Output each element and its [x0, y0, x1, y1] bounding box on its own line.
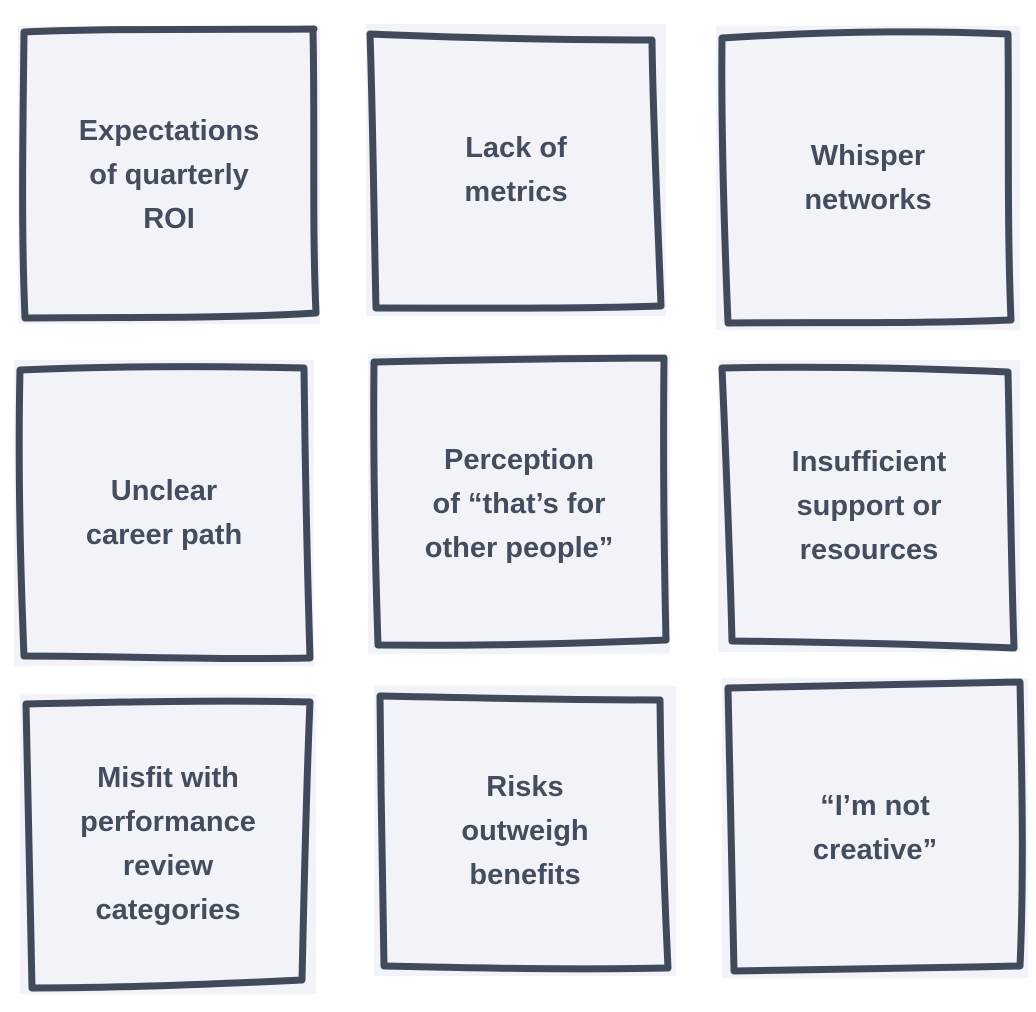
card-label: Lack of metrics [366, 24, 666, 316]
card-line: Misfit with [97, 762, 239, 794]
card-line: Insufficient [791, 446, 947, 478]
card-line: outweigh [461, 815, 589, 847]
sticky-card: Lack of metrics [366, 24, 666, 316]
sticky-card: Insufficient support or resources [718, 360, 1020, 652]
card-line: networks [804, 184, 932, 216]
card-line: career path [85, 519, 243, 551]
card-line: of quarterly [89, 159, 249, 191]
card-line: Perception [444, 444, 594, 476]
card-label: Perception of “that’s for other people” [368, 354, 670, 654]
card-line: resources [799, 534, 939, 566]
card-label: Unclear career path [14, 360, 314, 666]
card-line: metrics [464, 176, 568, 208]
card-label: Whisper networks [716, 26, 1020, 330]
card-label: Expectations of quarterly ROI [18, 26, 320, 324]
card-line: Risks [486, 771, 564, 803]
card-line: categories [95, 894, 241, 926]
card-label: Insufficient support or resources [718, 360, 1020, 652]
card-line: Lack of [465, 132, 567, 164]
card-line: Expectations [78, 115, 260, 147]
card-line: support or [796, 490, 942, 522]
sticky-card: Perception of “that’s for other people” [368, 354, 670, 654]
card-line: review [122, 850, 214, 882]
card-line: Unclear [110, 475, 218, 507]
card-label: “I’m not creative” [722, 678, 1028, 978]
sticky-card: “I’m not creative” [722, 678, 1028, 978]
card-line: performance [80, 806, 256, 838]
sticky-card: Expectations of quarterly ROI [18, 25, 320, 324]
card-line: ROI [143, 203, 195, 235]
card-line: benefits [469, 859, 581, 891]
card-line: other people” [424, 532, 614, 564]
card-line: Whisper [810, 140, 926, 172]
sticky-card: Misfit with performance review categorie… [20, 694, 316, 994]
card-line: creative” [812, 834, 938, 866]
sticky-card: Whisper networks [716, 26, 1020, 330]
sticky-card: Unclear career path [14, 360, 314, 666]
card-label: Misfit with performance review categorie… [20, 694, 316, 994]
card-line: “I’m not [820, 790, 930, 822]
sticky-card: Risks outweigh benefits [374, 686, 676, 976]
card-line: of “that’s for [432, 488, 606, 520]
card-label: Risks outweigh benefits [374, 686, 676, 976]
